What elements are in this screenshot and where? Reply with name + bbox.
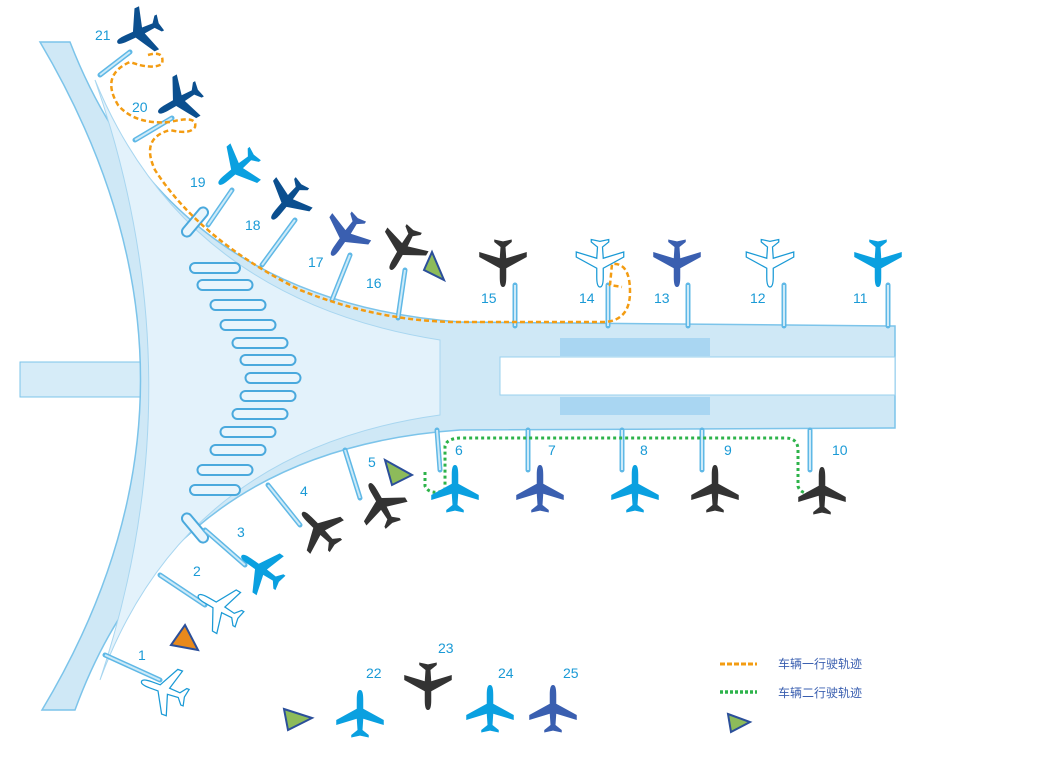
gate-label: 16: [366, 275, 382, 291]
airplane-icon-gate-1[interactable]: [132, 658, 195, 721]
airplane-icon-gate-5[interactable]: [348, 471, 414, 537]
jet-bridge-inner: [397, 269, 406, 319]
gate-label: 10: [832, 442, 848, 458]
gate-label: 6: [455, 442, 463, 458]
airplane-icon-gate-18[interactable]: [253, 167, 321, 235]
gate-label: 1: [138, 647, 146, 663]
pier-shops-north: [560, 338, 710, 356]
gate-label: 8: [640, 442, 648, 458]
gate-label: 24: [498, 665, 514, 681]
gate-label: 22: [366, 665, 382, 681]
airplane-icon-gate-13[interactable]: [653, 239, 701, 288]
airplane-icon-gate-6[interactable]: [431, 465, 479, 513]
legend-vehicle1-label: 车辆一行驶轨迹: [778, 656, 862, 671]
jet-bridge-inner: [207, 189, 233, 226]
gate-label: 9: [724, 442, 732, 458]
gate-label: 3: [237, 524, 245, 540]
check-in-island: [239, 390, 297, 402]
legend-vehicle2-label: 车辆二行驶轨迹: [778, 685, 862, 700]
check-in-island: [209, 444, 267, 456]
legend: 车辆一行驶轨迹 车辆二行驶轨迹: [720, 656, 862, 734]
gate-label: 23: [438, 640, 454, 656]
check-in-island: [196, 464, 254, 476]
airplane-icon-gate-4[interactable]: [285, 495, 353, 563]
gate-label: 7: [548, 442, 556, 458]
gate-label: 25: [563, 665, 579, 681]
check-in-island: [244, 372, 302, 384]
vehicle-marker-icon[interactable]: [383, 457, 415, 487]
check-in-islands: [180, 206, 302, 544]
gate-label: 15: [481, 290, 497, 306]
jet-bridge-inner: [104, 654, 161, 681]
airplane-icon-gate-19[interactable]: [203, 135, 271, 203]
jet-bridge-inner: [344, 449, 361, 499]
airplane-icon-gate-11[interactable]: [854, 239, 902, 288]
gate-label: 21: [95, 27, 111, 43]
gate-label: 2: [193, 563, 201, 579]
check-in-island: [239, 354, 297, 366]
check-in-island: [209, 299, 267, 311]
check-in-island: [196, 279, 254, 291]
pier-shops-south: [560, 397, 710, 415]
vehicle-markers: [169, 249, 446, 732]
gate-label: 5: [368, 454, 376, 470]
gate-label: 20: [132, 99, 148, 115]
check-in-island: [180, 206, 210, 238]
airplane-icon-gate-10[interactable]: [798, 467, 846, 515]
gate-label: 11: [853, 290, 868, 306]
airplane-icon-gate-20[interactable]: [146, 68, 212, 134]
airplane-icon-gate-8[interactable]: [611, 465, 659, 513]
gate-label: 17: [308, 254, 324, 270]
vehicle-marker-icon[interactable]: [282, 707, 315, 732]
gate-label: 4: [300, 483, 308, 499]
gate-label: 13: [654, 290, 670, 306]
check-in-island: [219, 426, 277, 438]
jet-bridge-inner: [436, 429, 441, 471]
check-in-island: [189, 484, 241, 496]
airplane-icon-gate-7[interactable]: [516, 465, 564, 513]
jet-bridge-inner: [267, 484, 301, 526]
landside-connector: [19, 361, 146, 398]
airplane-icon-gate-15[interactable]: [479, 239, 527, 288]
check-in-island: [231, 408, 289, 420]
airplane-icon-gate-12[interactable]: [745, 238, 795, 288]
airplane-icon-gate-23[interactable]: [404, 662, 452, 711]
vehicle-marker-orange-icon[interactable]: [169, 623, 200, 652]
jet-bridge-inner: [99, 51, 131, 76]
jet-bridges: [97, 49, 891, 683]
legend-vehicle-marker-icon: [726, 712, 753, 734]
jet-bridge-inner: [331, 254, 351, 301]
terminal-building: [19, 41, 896, 711]
check-in-island: [219, 319, 277, 331]
airplane-icon-gate-2[interactable]: [185, 574, 252, 641]
check-in-island: [231, 337, 289, 349]
airplane-icon-gate-9[interactable]: [691, 465, 739, 513]
gate-label: 18: [245, 217, 261, 233]
gate-label: 14: [579, 290, 595, 306]
airplane-icon-gate-25[interactable]: [529, 685, 577, 733]
terminal-main-body: [38, 41, 896, 711]
pier-inner-void: [499, 356, 896, 396]
vehicle-marker-icon[interactable]: [422, 249, 446, 283]
jet-bridge-inner: [261, 219, 296, 266]
check-in-island: [189, 262, 241, 274]
jet-bridge-inner: [204, 529, 246, 566]
vehicle1-track: [110, 52, 632, 324]
airplane-icon-gate-22[interactable]: [336, 690, 384, 738]
gate-label: 19: [190, 174, 206, 190]
airplane-icon-gate-24[interactable]: [466, 685, 514, 733]
check-in-island: [180, 512, 210, 544]
jet-bridge-inner: [159, 574, 206, 606]
gate-label: 12: [750, 290, 766, 306]
